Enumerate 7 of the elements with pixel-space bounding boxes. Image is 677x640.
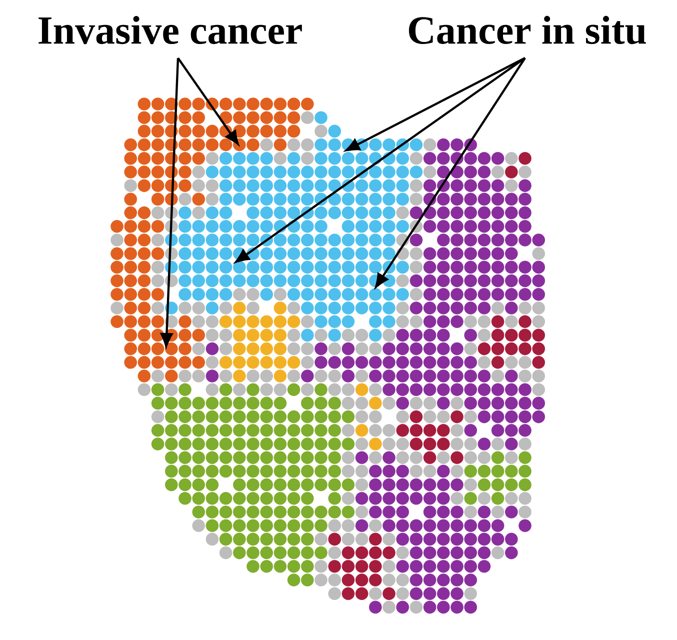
leader-arrow xyxy=(235,57,526,263)
leader-arrow xyxy=(375,57,526,288)
label-text: Invasive cancer xyxy=(38,16,302,44)
leader-arrow xyxy=(346,57,526,152)
leader-arrow xyxy=(160,58,180,347)
label-text: Cancer in situ xyxy=(408,16,646,44)
leader-arrow xyxy=(177,57,239,145)
